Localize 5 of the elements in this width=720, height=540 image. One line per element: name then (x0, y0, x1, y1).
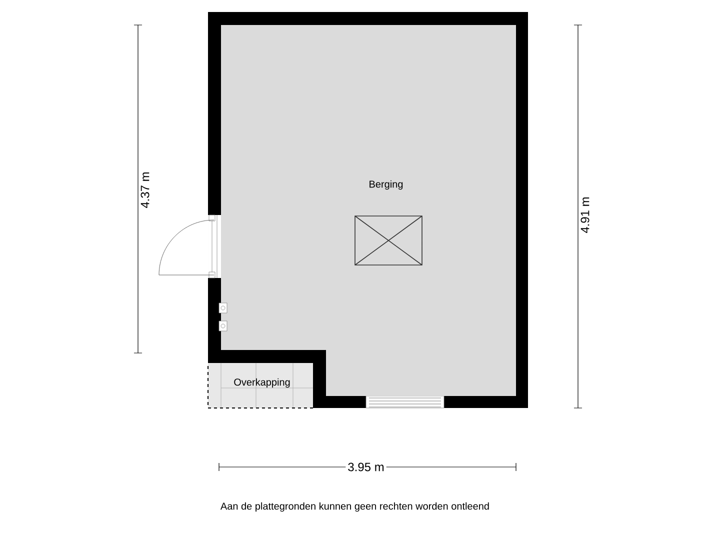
disclaimer: Aan de plattegronden kunnen geen rechten worden ontleend (220, 502, 489, 512)
room: Overkapping (208, 362, 314, 408)
dimension-label: 4.37 m (138, 170, 152, 210)
dimension-label: 4.91 m (578, 194, 592, 236)
dimension-label: 3.95 m (346, 460, 386, 474)
